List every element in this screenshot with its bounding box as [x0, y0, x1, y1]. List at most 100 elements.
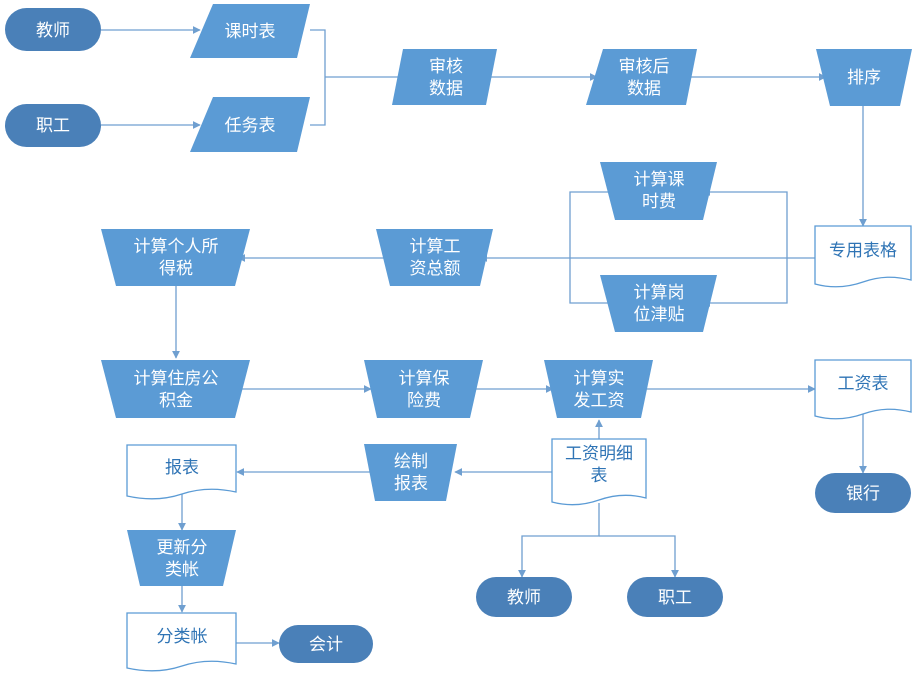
node-calc-class-fee: 计算课时费: [600, 162, 717, 220]
node-label: 计算个人所得税: [134, 237, 219, 279]
node-label: 计算工资总额: [410, 237, 461, 279]
node-salary-sheet: 工资表: [814, 359, 912, 420]
terminal-shape: [5, 8, 101, 51]
node-update-ledger: 更新分类帐: [127, 530, 236, 586]
node-calc-allowance: 计算岗位津贴: [600, 275, 717, 332]
node-label-line: 发工资: [574, 391, 625, 411]
node-label-line: 报表: [394, 474, 428, 494]
node-label-line: 银行: [846, 484, 880, 504]
node-label: 审核数据: [429, 57, 463, 99]
data-shape: [190, 4, 310, 58]
node-label-line: 资总额: [410, 259, 461, 279]
node-label-line: 计算个人所: [134, 237, 219, 257]
process-shape: [101, 360, 250, 418]
document-shape: [126, 444, 237, 500]
node-bank: 银行: [815, 473, 911, 513]
edge-tables-merge: [310, 29, 326, 126]
node-label-line: 计算课: [634, 170, 685, 190]
node-label: 职工: [36, 116, 70, 136]
node-label-line: 工资明细: [565, 444, 633, 464]
node-label-line: 数据: [429, 79, 463, 99]
node-label-line: 计算工: [410, 237, 461, 257]
terminal-shape: [815, 473, 911, 513]
node-label: 报表: [165, 458, 199, 478]
node-label-line: 表: [591, 466, 608, 486]
node-label-line: 审核: [429, 57, 463, 77]
connectors: [101, 26, 867, 647]
node-label: 工资表: [838, 374, 889, 394]
process-shape: [364, 360, 483, 418]
node-label-line: 险费: [407, 391, 441, 411]
node-label-line: 教师: [36, 21, 70, 41]
node-sort: 排序: [816, 49, 912, 106]
node-staff-top: 职工: [5, 104, 101, 147]
node-label-line: 报表: [165, 458, 199, 478]
node-calc-fund: 计算住房公积金: [101, 360, 250, 418]
node-calc-net: 计算实发工资: [544, 360, 653, 418]
node-label-line: 计算实: [574, 369, 625, 389]
node-label-line: 积金: [159, 391, 193, 411]
node-label-line: 更新分: [157, 538, 208, 558]
node-label: 分类帐: [157, 627, 208, 647]
node-salary-detail: 工资明细表: [551, 438, 647, 506]
node-label-line: 排序: [847, 68, 881, 88]
node-audited-data: 审核后数据: [586, 49, 697, 105]
node-calc-total: 计算工资总额: [376, 229, 493, 286]
node-label-line: 任务表: [225, 116, 276, 136]
node-label: 教师: [507, 588, 541, 608]
node-report: 报表: [126, 444, 237, 500]
node-label: 工资明细表: [565, 444, 633, 486]
process-shape: [600, 275, 717, 332]
data-shape: [392, 49, 497, 105]
node-label: 计算实发工资: [574, 369, 625, 411]
node-audit-data: 审核数据: [392, 49, 497, 105]
node-calc-tax: 计算个人所得税: [101, 229, 250, 286]
node-label: 计算岗位津贴: [634, 283, 685, 325]
node-label-line: 得税: [159, 259, 193, 279]
edge-classfee-allowance-bracket: [569, 191, 611, 304]
node-label: 专用表格: [829, 241, 897, 261]
node-timetable: 课时表: [190, 4, 310, 58]
node-label: 课时表: [225, 22, 276, 42]
terminal-shape: [5, 104, 101, 147]
process-shape: [101, 229, 250, 286]
node-label-line: 工资表: [838, 374, 889, 394]
process-shape: [816, 49, 912, 106]
document-shape: [551, 438, 647, 506]
node-staff-bottom: 职工: [627, 577, 723, 617]
node-label-line: 职工: [36, 116, 70, 136]
node-label: 职工: [658, 588, 692, 608]
node-label: 更新分类帐: [157, 538, 208, 580]
node-label: 绘制报表: [394, 452, 428, 494]
node-ledger: 分类帐: [126, 612, 237, 672]
node-teacher-bottom: 教师: [476, 577, 572, 617]
node-label-line: 会计: [309, 635, 343, 655]
node-label: 审核后数据: [619, 57, 670, 99]
edge-specialform-classfee: [702, 188, 788, 258]
terminal-shape: [476, 577, 572, 617]
node-label: 银行: [846, 484, 880, 504]
node-label: 计算住房公积金: [134, 369, 219, 411]
node-label: 计算保险费: [399, 369, 450, 411]
nodes: 教师 职工 银行 教师 职工 会计 课时表 任务表: [5, 4, 912, 672]
edge-detail-staff: [599, 535, 679, 578]
node-label-line: 时费: [642, 192, 676, 212]
node-label-line: 职工: [658, 588, 692, 608]
node-calc-insurance: 计算保险费: [364, 360, 483, 418]
node-label-line: 审核后: [619, 57, 670, 77]
node-label: 计算课时费: [634, 170, 685, 212]
process-shape: [364, 444, 457, 501]
node-teacher-top: 教师: [5, 8, 101, 51]
node-label-line: 计算保: [399, 369, 450, 389]
node-label-line: 专用表格: [829, 241, 897, 261]
node-label: 排序: [847, 68, 881, 88]
node-label-line: 分类帐: [157, 627, 208, 647]
data-shape: [586, 49, 697, 105]
node-label-line: 类帐: [165, 560, 199, 580]
node-label-line: 数据: [627, 79, 661, 99]
terminal-shape: [279, 625, 373, 663]
node-label-line: 课时表: [225, 22, 276, 42]
node-label-line: 教师: [507, 588, 541, 608]
node-label: 教师: [36, 21, 70, 41]
